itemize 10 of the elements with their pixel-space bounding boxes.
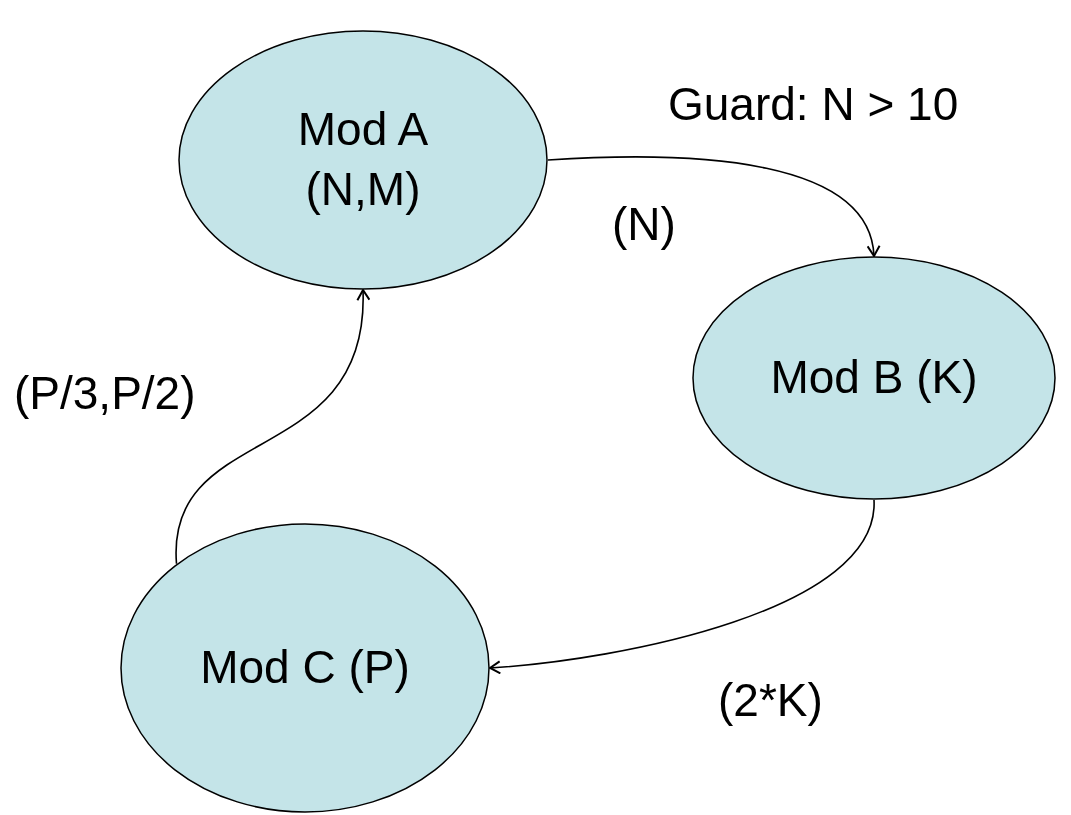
edge-label: (2*K) — [718, 674, 823, 727]
edge-label: (P/3,P/2) — [14, 367, 196, 420]
arrow — [175, 289, 370, 565]
guard-note: Guard: N > 10 — [668, 78, 959, 131]
module-label: Mod A (N,M) — [296, 102, 430, 217]
arrow — [547, 156, 879, 257]
module-label: Mod C (P) — [200, 640, 410, 696]
module-label: Mod B (K) — [769, 350, 979, 406]
arrow — [489, 499, 875, 675]
edge-label: (N) — [612, 198, 676, 251]
